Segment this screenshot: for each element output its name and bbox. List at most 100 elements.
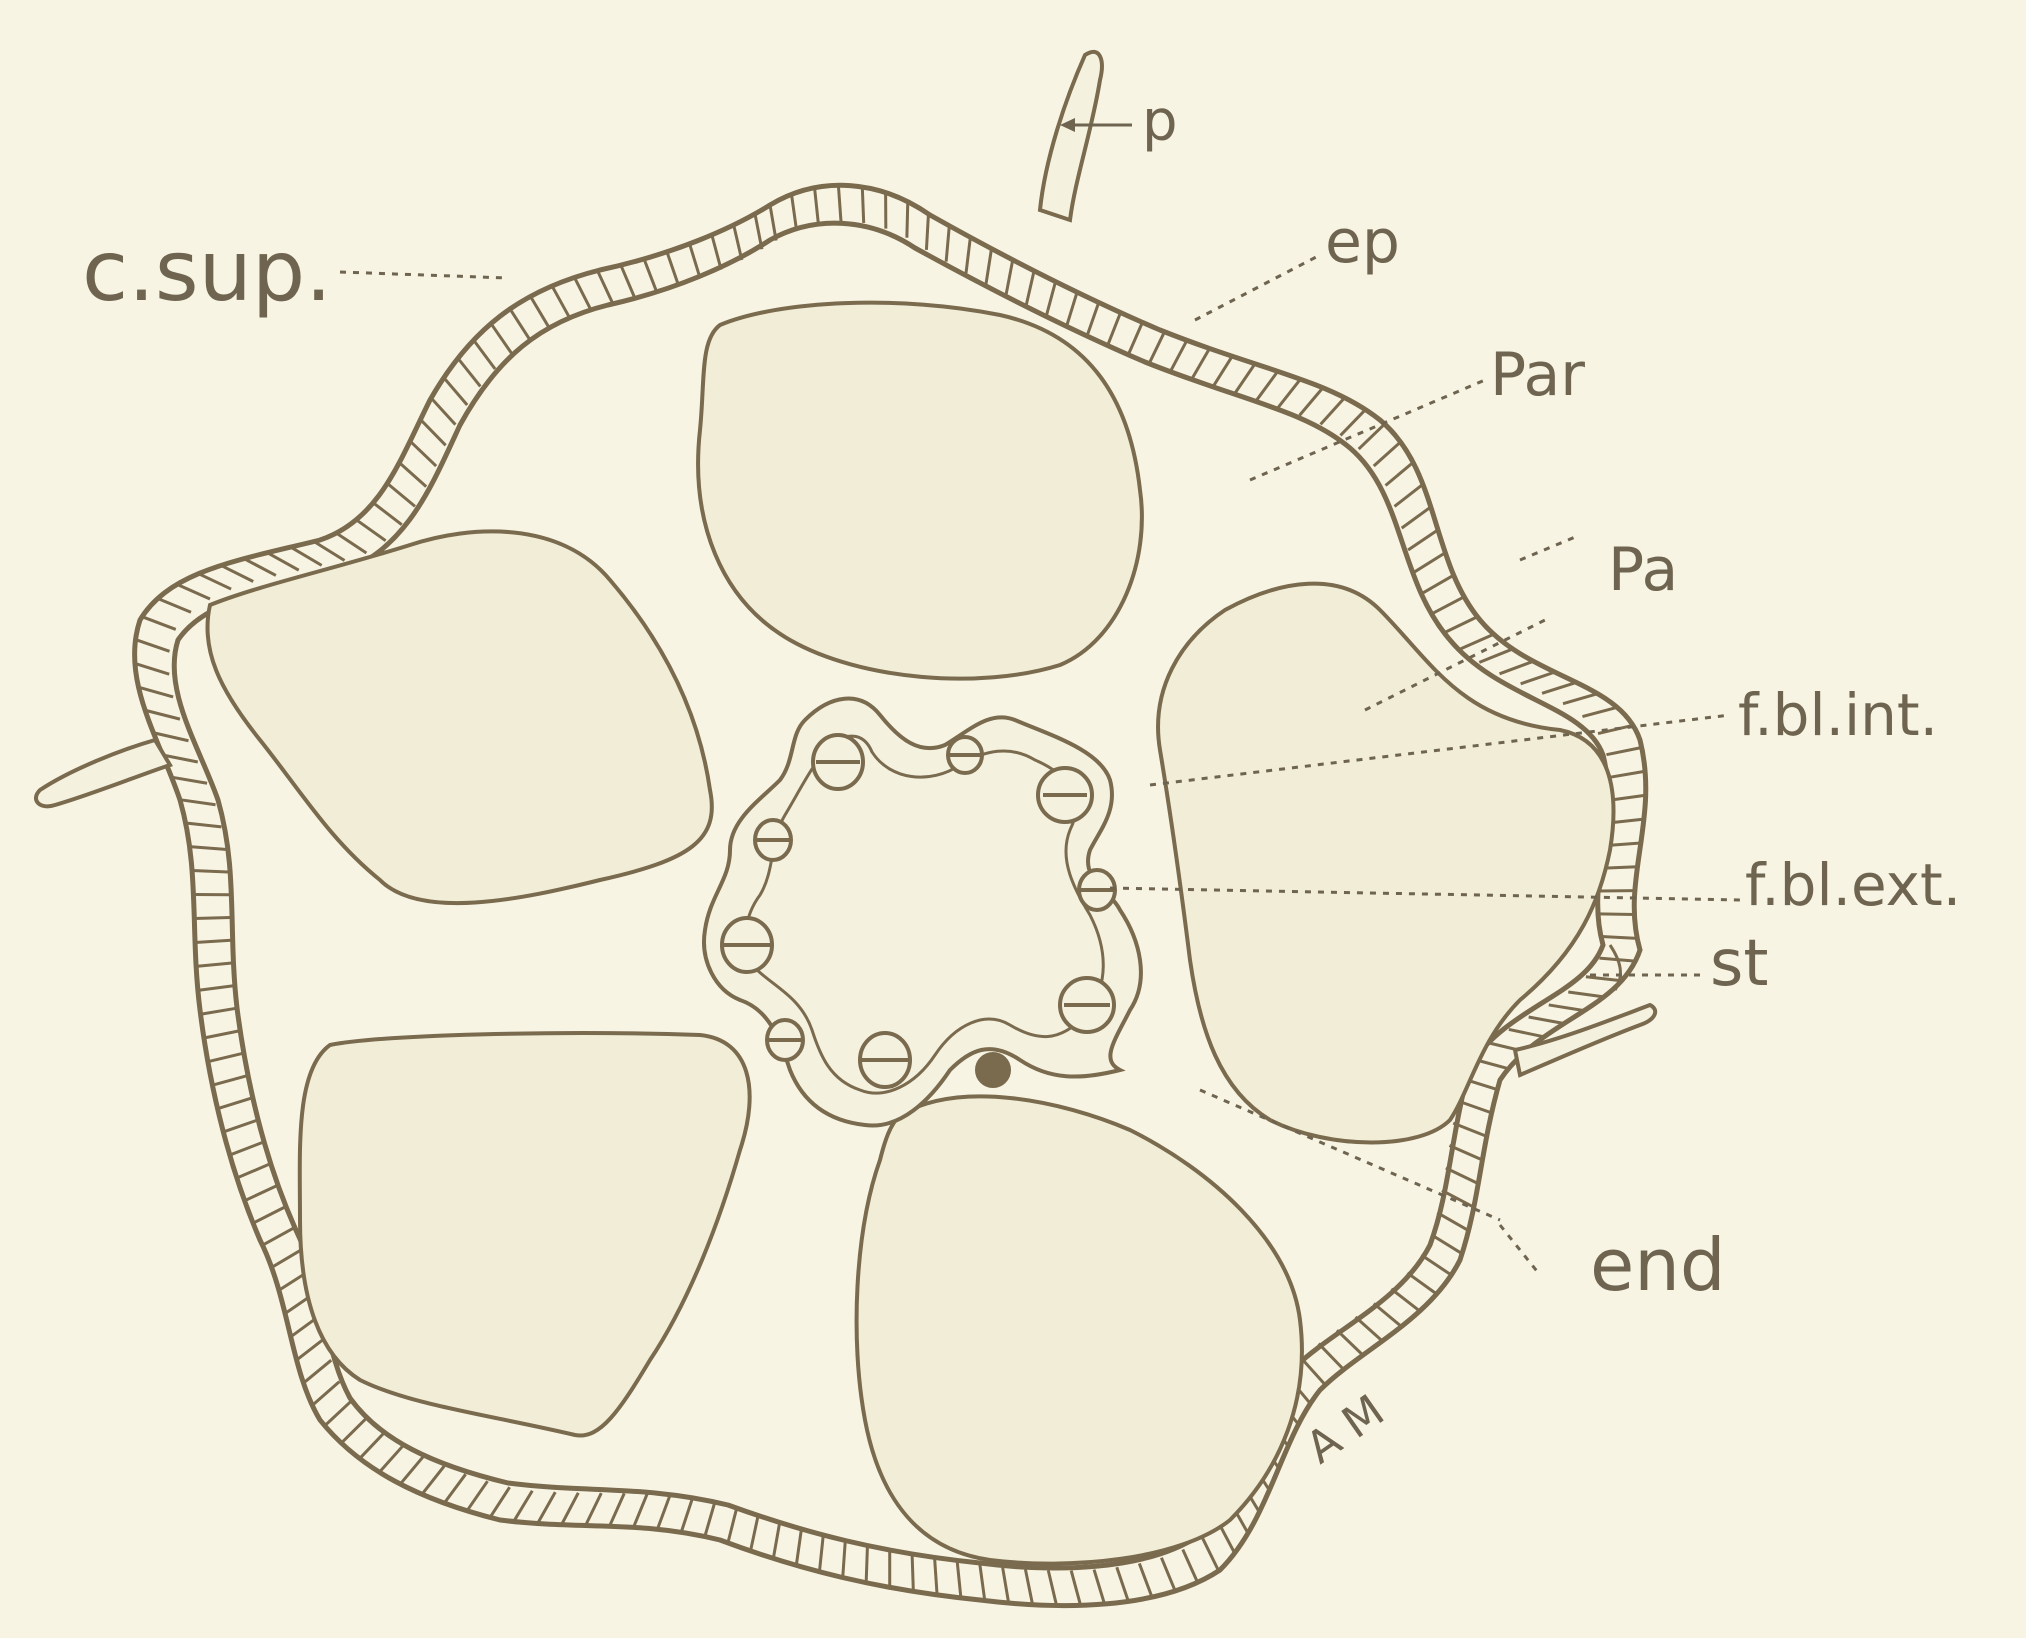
epidermis-cell-wall [1374, 1303, 1402, 1326]
epidermis-cell-wall [1432, 597, 1464, 614]
epidermis-cell-wall [325, 1401, 351, 1426]
epidermis-cell-wall [1421, 1255, 1451, 1275]
epidermis-cell-wall [562, 1493, 579, 1525]
bundle-7 [1060, 978, 1114, 1032]
epidermis-cell-wall [467, 1481, 487, 1511]
epidermis-cell-wall [773, 1523, 779, 1558]
label-st: st [1710, 927, 1768, 1001]
epidermis-cell-wall [1025, 1569, 1032, 1604]
epidermis-cell-wall [245, 1186, 278, 1201]
epidermis-cell-wall [1598, 914, 1634, 915]
epidermis-cell-wall [199, 574, 232, 589]
epidermis-cell-wall [1415, 553, 1446, 572]
label-fbl-int: f.bl.int. [1738, 681, 1938, 749]
epidermis-cell-wall [712, 235, 721, 270]
epidermis-cell-wall [221, 565, 253, 581]
epidermis-cell-wall [1337, 1330, 1363, 1355]
epidermis-cell-wall [644, 259, 657, 293]
epidermis-cell-wall [218, 1098, 252, 1109]
epidermis-cell-wall [158, 599, 191, 613]
epidermis-cell-wall [263, 1228, 295, 1245]
epidermis-cell-wall [621, 265, 635, 298]
epidermis-cell-wall [194, 918, 230, 919]
epidermis-cell-wall [1431, 1235, 1462, 1254]
epidermis-cell-wall [957, 1562, 961, 1598]
epidermis-cell-wall [1046, 282, 1055, 317]
epidermis-cell-wall [177, 584, 210, 599]
label-c-sup: c.sup. [82, 222, 332, 320]
epidermis-cell-wall [180, 800, 216, 805]
epidermis-cell-wall [792, 194, 797, 230]
epidermis-cell-wall [474, 340, 495, 369]
epidermis-cell-wall [1149, 332, 1165, 364]
epidermis-cell-wall [1529, 1017, 1564, 1023]
epidermis-cell-wall [586, 1493, 602, 1525]
epidermis-cell-wall [230, 1142, 264, 1155]
epidermis-cell-wall [705, 1502, 715, 1537]
epidermis-cell-wall [866, 1547, 867, 1583]
epidermis-cell-wall [1107, 313, 1120, 347]
epidermis-cell-wall [139, 687, 174, 697]
epidermis-cell-wall [1509, 1029, 1544, 1036]
epidermis-cell-wall [373, 503, 402, 525]
epidermis-cell-wall [379, 1445, 403, 1472]
epidermis-cell-wall [1437, 1213, 1468, 1231]
epidermis-cell-wall [190, 847, 226, 850]
bundle-9 [860, 1033, 910, 1087]
epidermis-cell-wall [1278, 379, 1300, 407]
epidermis-cell-wall [1422, 575, 1453, 593]
epidermis-cell-wall [201, 1008, 237, 1014]
epidermis-cell-wall [1256, 371, 1277, 400]
stoma [1610, 945, 1620, 990]
endodermis [704, 699, 1141, 1126]
epidermis-cell-wall [1128, 322, 1142, 355]
epidermis-cell-wall [272, 1249, 303, 1267]
epidermis-cell-wall [192, 871, 228, 873]
epidermis-cell-wall [1319, 1344, 1344, 1370]
epidermis-cell-wall [1407, 1273, 1436, 1294]
epidermis-cell-wall [862, 187, 863, 223]
epidermis-cell-wall [1606, 748, 1641, 755]
epidermis-cell-wall [1610, 771, 1645, 777]
epidermis-cell-wall [538, 1492, 556, 1523]
bundle-1 [813, 735, 863, 789]
bundle-5 [1079, 870, 1115, 910]
epidermis-cell-wall [341, 1418, 367, 1443]
epidermis-cell-wall [510, 309, 529, 339]
epidermis-cell-wall [530, 296, 548, 327]
epidermis-cell-wall [297, 1338, 325, 1360]
epidermis-cell-wall [912, 1555, 913, 1591]
epidermis-cell-wall [690, 244, 701, 278]
epidermis-cell-wall [135, 663, 169, 674]
epidermis-cell-wall [1117, 1567, 1129, 1601]
epidermis-cell-wall [1386, 462, 1414, 485]
epidermis-cell-wall [926, 214, 928, 250]
label-end: end [1590, 1223, 1726, 1307]
epidermis-cell-wall [1445, 617, 1477, 633]
epidermis-cell-wall [1321, 398, 1345, 425]
epidermis-cell-wall [356, 520, 385, 541]
epidermis-cell-wall [1461, 634, 1494, 649]
bundle-8 [767, 1020, 803, 1060]
epidermis-cell-wall [610, 1493, 625, 1526]
bundle-6 [722, 918, 772, 972]
epidermis-cell-wall [1374, 442, 1401, 466]
epidermis-cell-wall [223, 1120, 257, 1132]
epidermis-cell-wall [843, 1542, 846, 1578]
epidermis-cell-wall [574, 277, 590, 309]
epidermis-cell-wall [303, 1360, 331, 1383]
epidermis-cell-wall [1094, 1570, 1104, 1604]
epidermis-cell-wall [208, 1053, 243, 1061]
cavity-bottom-right [857, 1096, 1302, 1563]
epidermis-cell-wall [410, 441, 436, 466]
epidermis-cell-wall [1026, 271, 1034, 306]
epidermis-cell-wall [444, 1474, 465, 1503]
epidermis-cell-wall [420, 420, 445, 446]
epidermis-cell-wall [751, 1516, 759, 1551]
epidermis-cell-wall [838, 185, 841, 221]
bundle-2 [948, 737, 982, 773]
epidermis-cell-wall [728, 1508, 737, 1543]
epidermis-cell-wall [1067, 292, 1078, 326]
epidermis-cell-wall [966, 237, 970, 273]
